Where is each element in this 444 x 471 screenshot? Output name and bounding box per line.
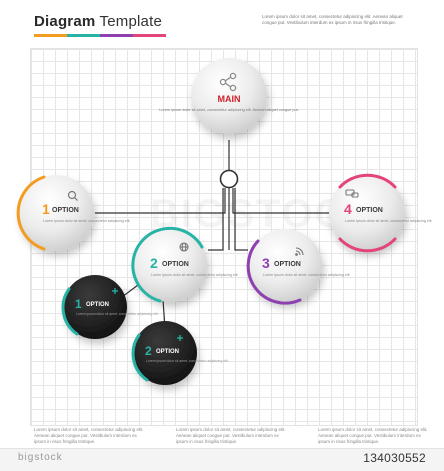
rule-segment-purple	[100, 34, 133, 37]
sub-option2-circle	[133, 321, 197, 385]
main-label: MAIN	[218, 94, 241, 104]
hub-node	[219, 169, 239, 189]
footer-column-2: Lorem ipsum dolor sit amet, consectetur …	[176, 427, 286, 444]
option1-node: 1 OPTION Lorem ipsum dolor sit amet, con…	[16, 175, 131, 251]
main-circle	[191, 58, 267, 134]
title-bold: Diagram	[34, 13, 96, 30]
page-title: Diagram Template	[34, 13, 162, 30]
title-light: Template	[95, 13, 162, 30]
option4-label: OPTION	[356, 207, 383, 214]
option1-number: 1	[42, 201, 50, 217]
sub-option1-circle	[63, 275, 127, 339]
option4-desc: Lorem ipsum dolor sit amet, consectetur …	[345, 219, 433, 223]
title-underline	[34, 34, 166, 37]
connector-option4	[232, 188, 330, 214]
header-description: Lorem ipsum dolor sit amet, consectetur …	[262, 14, 403, 25]
sub-option2-number: 2	[145, 344, 152, 358]
connector-option2	[208, 188, 224, 251]
globe-icon	[179, 242, 189, 252]
rule-segment-pink	[133, 34, 166, 37]
search-icon	[67, 190, 78, 201]
option3-number: 3	[262, 255, 270, 271]
sub-option2-accent-arc	[131, 333, 149, 382]
connector-option3	[234, 188, 248, 251]
sub-option1-number: 1	[75, 297, 82, 311]
option2-number: 2	[150, 255, 158, 271]
sub-option2-label: OPTION	[156, 349, 179, 355]
sub-option1-desc: Lorem ipsum dolor sit amet, consectetur …	[76, 312, 159, 316]
option1-label: OPTION	[52, 207, 79, 214]
option4-node: 4 OPTION Lorem ipsum dolor sit amet, con…	[329, 173, 433, 253]
option3-node: 3 OPTION Lorem ipsum dolor sit amet, con…	[246, 229, 351, 305]
rule-segment-teal	[67, 34, 100, 37]
connector-option1	[95, 188, 226, 214]
option4-number: 4	[344, 201, 352, 217]
option3-label: OPTION	[274, 261, 301, 268]
option1-desc: Lorem ipsum dolor sit amet, consectetur …	[43, 219, 131, 223]
stock-logo: bigstock	[18, 452, 63, 463]
stock-id: 134030552	[363, 451, 426, 465]
main-desc: Lorem ipsum dolor sit amet, consectetur …	[159, 108, 299, 112]
share-icon	[219, 72, 237, 92]
option4-circle	[329, 175, 405, 251]
option4-accent-arc	[338, 173, 397, 253]
main-node: MAIN Lorem ipsum dolor sit amet, consect…	[159, 58, 299, 134]
chat-icon	[345, 189, 359, 198]
option3-accent-arc	[246, 239, 302, 305]
plus-icon	[112, 288, 118, 294]
option3-desc: Lorem ipsum dolor sit amet, consectetur …	[263, 273, 351, 277]
option2-desc: Lorem ipsum dolor sit amet, consectetur …	[151, 273, 239, 277]
sub-option1-label: OPTION	[86, 302, 109, 308]
bottom-bar	[0, 448, 444, 471]
plus-icon	[177, 335, 183, 341]
option2-node: 2 OPTION Lorem ipsum dolor sit amet, con…	[131, 226, 239, 303]
wifi-icon	[295, 247, 304, 256]
rule-segment-orange	[34, 34, 67, 37]
connector-lines	[95, 140, 330, 329]
option1-accent-arc	[16, 175, 46, 251]
option2-accent-arc	[131, 226, 204, 303]
footer-column-3: Lorem ipsum dolor sit amet, consectetur …	[318, 427, 428, 444]
sub-option1-accent-arc	[61, 287, 79, 336]
sub-option1-node: 1 OPTION Lorem ipsum dolor sit amet, con…	[61, 275, 159, 339]
sub-option2-desc: Lorem ipsum dolor sit amet, consectetur …	[146, 359, 229, 363]
footer-column-1: Lorem ipsum dolor sit amet, consectetur …	[34, 427, 144, 444]
option3-circle	[248, 229, 322, 303]
sub-option2-node: 2 OPTION Lorem ipsum dolor sit amet, con…	[131, 321, 229, 385]
option2-label: OPTION	[162, 261, 189, 268]
